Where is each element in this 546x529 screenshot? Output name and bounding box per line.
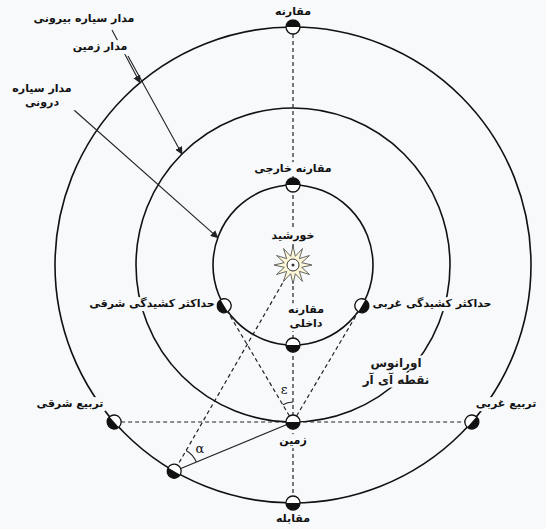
planet-disk: [286, 338, 300, 352]
sun-symbol: [274, 246, 312, 284]
orbit-circle: [55, 27, 531, 503]
planet-shadow: [286, 178, 300, 185]
orbits: [55, 27, 531, 503]
angle-arc: [186, 450, 196, 462]
diagram-label: مقارنه خارجی: [252, 162, 333, 176]
sun-dot: [292, 264, 295, 267]
leader-lines: [74, 30, 218, 238]
angle-arc: [283, 402, 293, 405]
leader-arrow: [128, 56, 182, 154]
diagram-label: حداکثر کشیدگی شرقی: [87, 297, 216, 311]
leader-arrow: [74, 110, 218, 238]
planet-symbol: [352, 296, 371, 315]
diagram-label: تربیع غربی: [474, 397, 539, 411]
guide-lines: [114, 27, 472, 503]
diagram-label: نقطه آی آر: [361, 373, 432, 388]
planet-disk: [286, 415, 300, 429]
diagram-label: اورانوس: [368, 356, 423, 371]
planet-symbol: [104, 412, 124, 432]
vertical-axis: [292, 27, 293, 503]
diagram-label: حداکثر کشیدگی غربی: [370, 297, 493, 311]
planet-disk: [286, 20, 300, 34]
diagram-label: ε: [279, 382, 290, 398]
planet-symbol: [286, 20, 300, 34]
planet-shadow: [358, 300, 371, 316]
diagram-label: زمین: [277, 434, 309, 448]
planet-shadow: [286, 20, 300, 27]
sun-planet-line: [174, 265, 293, 471]
planet-shadow: [165, 468, 181, 481]
planet-symbol: [286, 415, 300, 429]
planet-symbol: [286, 496, 300, 510]
planet-shadow: [104, 417, 118, 432]
planet-symbol: [215, 296, 234, 315]
planet-disk: [165, 462, 184, 481]
planet-earth-line: [174, 422, 293, 471]
planet-disk: [104, 412, 124, 432]
sun-disk: [287, 259, 299, 271]
planet-disk: [352, 296, 371, 315]
diagram-label: مقارنه: [273, 5, 313, 19]
diagram-label: α: [194, 441, 207, 457]
leader-arrow: [112, 30, 140, 83]
planet-shadow: [467, 417, 481, 432]
diagram-label: مدار سیاره درونی: [9, 82, 75, 110]
diagram-label: مقابله: [274, 512, 312, 526]
planet-shadow: [286, 345, 300, 352]
diagram-label: مدار زمین: [71, 40, 130, 54]
sun-rays: [274, 246, 312, 284]
planet-disk: [286, 178, 300, 192]
planet-disk: [462, 412, 482, 432]
planet-disk: [215, 296, 234, 315]
planet-symbol: [165, 462, 184, 481]
planets: [104, 20, 482, 510]
planet-shadow: [286, 503, 300, 510]
diagram-label: تربیع شرقی: [35, 397, 106, 411]
diagram-label: خورشید: [270, 229, 317, 243]
diagram-label: مقارنه داخلی: [281, 303, 331, 331]
diagram-label: مدار سیاره بیرونی: [32, 12, 137, 26]
planet-disk: [286, 496, 300, 510]
planet-symbol: [286, 178, 300, 192]
planet-symbol: [462, 412, 482, 432]
planet-shadow: [286, 422, 300, 429]
planet-symbol: [286, 338, 300, 352]
